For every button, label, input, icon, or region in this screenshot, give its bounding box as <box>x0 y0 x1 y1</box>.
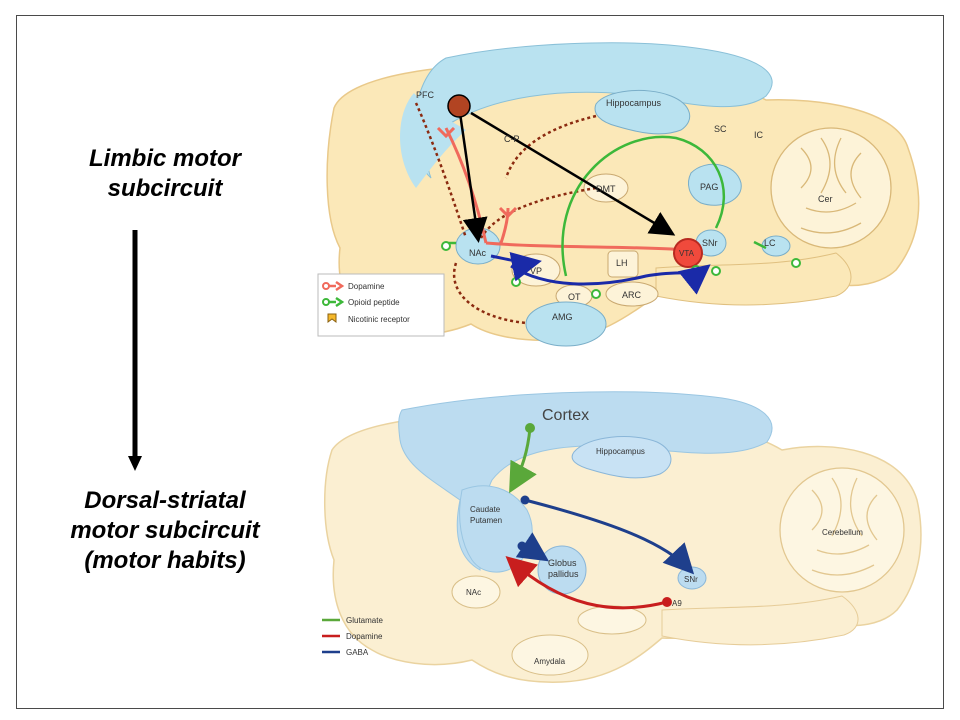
gaba-arrow-nac-vp <box>490 251 542 282</box>
label-hippocampus-bottom: Hippocampus <box>596 447 645 456</box>
amg-region <box>525 301 607 347</box>
label-caudate-line1: Caudate <box>470 505 501 514</box>
flow-down-arrow <box>128 230 142 471</box>
label-snr-bottom: SNr <box>684 575 698 584</box>
pag-region <box>688 163 742 206</box>
bottom-legend: Glutamate Dopamine GABA <box>322 616 383 657</box>
label-cortex: Cortex <box>542 407 589 424</box>
label-nac-bottom: NAc <box>466 588 481 597</box>
top-legend: Dopamine Opioid peptide Nicotinic recept… <box>317 273 445 337</box>
label-lh: LH <box>616 258 628 268</box>
label-cpu: C-P <box>504 134 520 144</box>
label-vp: VP <box>530 266 542 276</box>
label-cer: Cer <box>818 194 833 204</box>
label-dmt: DMT <box>596 184 616 194</box>
label-lc: LC <box>764 238 776 248</box>
hippocampus-region-bottom <box>571 436 672 479</box>
cortex-region-bottom <box>398 391 773 571</box>
label-ic: IC <box>754 130 764 140</box>
label-arc: ARC <box>622 290 642 300</box>
nac-region-bottom <box>451 575 501 609</box>
dorsal-title-line1: Dorsal-striatal <box>84 487 246 514</box>
legend-glutamate: Glutamate <box>346 616 383 625</box>
lh-region <box>607 250 639 278</box>
cortical-source-node <box>447 94 471 118</box>
dmt-region <box>583 173 629 203</box>
limbic-title: Limbic motor subcircuit <box>30 144 300 204</box>
amygdala-region-bottom <box>511 634 589 676</box>
label-sc: SC <box>714 124 727 134</box>
label-amygdala: Amydala <box>534 657 566 666</box>
legend-dopamine: Dopamine <box>348 282 385 291</box>
limbic-title-line2: subcircuit <box>107 175 223 202</box>
slide-frame <box>16 15 944 709</box>
dorsal-title-line3: (motor habits) <box>84 547 246 574</box>
label-ot: OT <box>568 292 581 302</box>
limbic-brain-diagram: PFC Hippocampus C-P SC IC DMT PAG Cer SN… <box>296 38 928 358</box>
label-pfc: PFC <box>416 90 435 100</box>
arc-region <box>605 281 659 307</box>
cerebellum-folds <box>770 127 892 249</box>
dorsal-striatal-brain-diagram: Cortex Hippocampus Caudate Putamen Globu… <box>312 370 930 700</box>
gaba-arrow-vta-loop <box>510 264 711 295</box>
label-vta: VTA <box>679 249 695 258</box>
label-snr: SNr <box>702 238 718 248</box>
hippocampus-region <box>594 89 691 135</box>
dopamine-arrow <box>505 556 668 610</box>
legend-opioid: Opioid peptide <box>348 298 400 307</box>
legend-nicotinic: Nicotinic receptor <box>348 315 410 324</box>
label-nac: NAc <box>469 248 487 258</box>
glutamate-arrow <box>509 427 537 494</box>
dorsal-title: Dorsal-striatal motor subcircuit (motor … <box>30 486 300 576</box>
label-globus-line2: pallidus <box>548 569 579 579</box>
legend-dopamine-bottom: Dopamine <box>346 632 383 641</box>
pfc-region <box>400 93 466 188</box>
label-pag: PAG <box>700 182 718 192</box>
dorsal-title-line2: motor subcircuit <box>70 517 260 544</box>
gaba-arrow-gp <box>515 532 549 562</box>
label-amg: AMG <box>552 312 573 322</box>
label-a9: A9 <box>672 599 682 608</box>
gaba-arrow-snr <box>524 498 695 575</box>
label-caudate-line2: Putamen <box>470 516 502 525</box>
label-hippocampus: Hippocampus <box>606 98 662 108</box>
legend-gaba: GABA <box>346 648 369 657</box>
limbic-title-line1: Limbic motor <box>88 145 241 172</box>
cerebellum-folds-bottom <box>779 467 905 593</box>
label-globus-line1: Globus <box>548 558 577 568</box>
label-cerebellum: Cerebellum <box>822 528 863 537</box>
